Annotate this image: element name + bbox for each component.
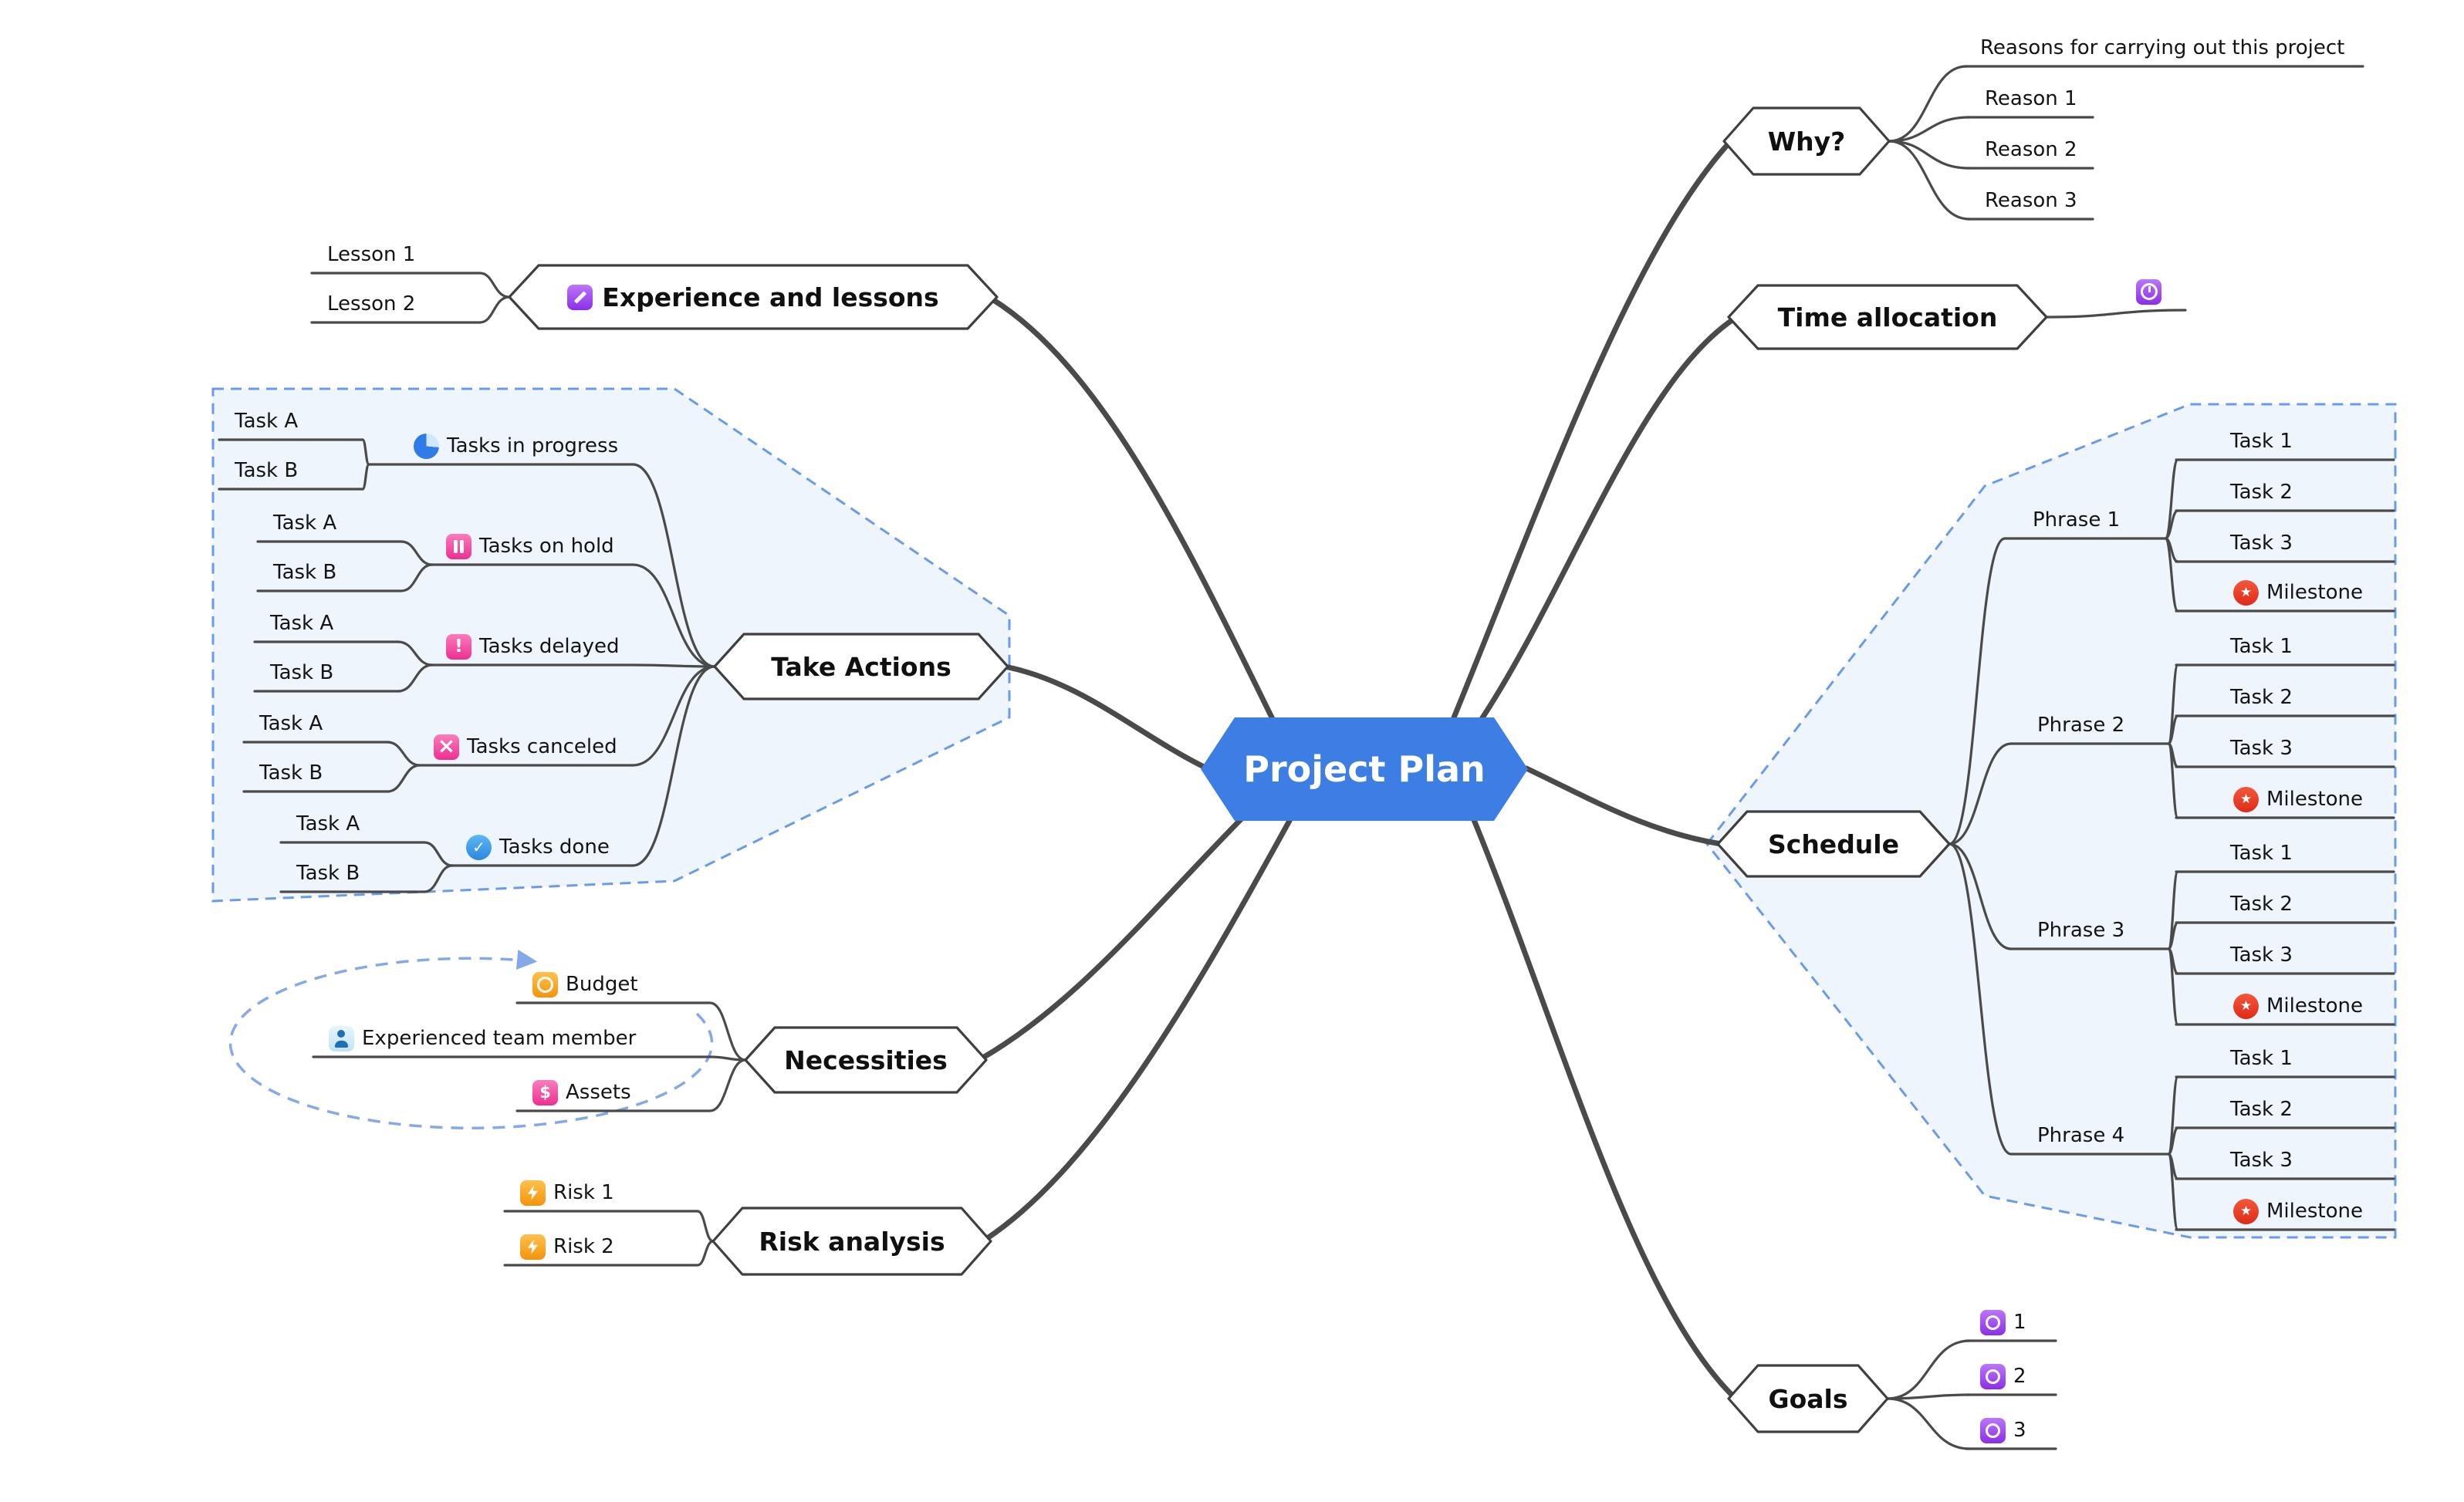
- why-reasons-title[interactable]: Reasons for carrying out this project: [1980, 36, 2345, 59]
- schedule-phrase-2[interactable]: Phrase 2: [2037, 714, 2125, 737]
- topic-schedule-label: Schedule: [1767, 829, 1899, 859]
- target-icon: [1980, 1363, 2006, 1389]
- group-tasks-canceled[interactable]: Tasks canceled: [434, 733, 617, 761]
- group-tasks-delayed[interactable]: Tasks delayed: [446, 633, 619, 660]
- time-allocation-child[interactable]: [2136, 278, 2161, 305]
- group-tasks-on-hold[interactable]: Tasks on hold: [446, 532, 614, 560]
- phrase-3-task-1[interactable]: Task 1: [2230, 842, 2293, 865]
- topic-necessities-label: Necessities: [784, 1045, 948, 1075]
- phrase-1-milestone[interactable]: Milestone: [2233, 579, 2363, 606]
- topic-risk-analysis-label: Risk analysis: [759, 1226, 945, 1257]
- necessity-team-member[interactable]: Experienced team member: [329, 1024, 636, 1052]
- star-icon: [2233, 1198, 2259, 1224]
- pencil-icon: [567, 284, 593, 310]
- star-icon: [2233, 579, 2259, 606]
- risk-2[interactable]: Risk 2: [520, 1233, 614, 1261]
- topic-time-allocation[interactable]: Time allocation: [1729, 285, 2047, 349]
- canceled-task-b[interactable]: Task B: [259, 761, 323, 785]
- person-icon: [329, 1025, 354, 1051]
- goal-3[interactable]: 3: [1980, 1416, 2026, 1444]
- check-icon: [466, 834, 492, 860]
- phrase-3-milestone[interactable]: Milestone: [2233, 992, 2363, 1020]
- topic-goals-label: Goals: [1768, 1383, 1848, 1414]
- central-topic[interactable]: Project Plan: [1243, 748, 1485, 790]
- star-icon: [2233, 786, 2259, 812]
- topic-necessities[interactable]: Necessities: [745, 1028, 986, 1092]
- phrase-3-task-2[interactable]: Task 2: [2230, 893, 2293, 916]
- star-icon: [2233, 993, 2259, 1019]
- phrase-4-task-3[interactable]: Task 3: [2230, 1149, 2293, 1172]
- phrase-2-milestone[interactable]: Milestone: [2233, 785, 2363, 813]
- goal-1[interactable]: 1: [1980, 1308, 2026, 1336]
- goal-2[interactable]: 2: [1980, 1362, 2026, 1390]
- phrase-2-task-2[interactable]: Task 2: [2230, 686, 2293, 709]
- pie-chart-icon: [414, 433, 439, 459]
- topic-why[interactable]: Why?: [1724, 108, 1889, 174]
- phrase-3-task-3[interactable]: Task 3: [2230, 943, 2293, 967]
- topic-why-label: Why?: [1767, 126, 1846, 157]
- topic-experience-label: Experience and lessons: [602, 282, 939, 312]
- canceled-task-a[interactable]: Task A: [259, 712, 323, 735]
- dollar-icon: [532, 1079, 558, 1105]
- on-hold-task-a[interactable]: Task A: [273, 511, 337, 535]
- topic-take-actions[interactable]: Take Actions: [715, 634, 1008, 699]
- phrase-1-task-3[interactable]: Task 3: [2230, 532, 2293, 555]
- group-tasks-in-progress[interactable]: Tasks in progress: [414, 432, 618, 460]
- delayed-task-b[interactable]: Task B: [270, 661, 334, 684]
- risk-1[interactable]: Risk 1: [520, 1179, 614, 1207]
- topic-risk-analysis[interactable]: Risk analysis: [713, 1208, 991, 1274]
- topic-time-allocation-label: Time allocation: [1777, 302, 1998, 332]
- topic-experience[interactable]: Experience and lessons: [509, 265, 997, 329]
- schedule-phrase-1[interactable]: Phrase 1: [2033, 508, 2121, 532]
- delayed-task-a[interactable]: Task A: [270, 612, 334, 635]
- exclamation-icon: [446, 633, 472, 660]
- lesson-1[interactable]: Lesson 1: [327, 243, 416, 266]
- lightning-icon: [520, 1180, 546, 1206]
- coin-icon: [532, 971, 558, 997]
- lesson-2[interactable]: Lesson 2: [327, 292, 416, 316]
- on-hold-task-b[interactable]: Task B: [273, 561, 337, 584]
- done-task-a[interactable]: Task A: [296, 812, 360, 835]
- in-progress-task-a[interactable]: Task A: [235, 410, 299, 433]
- lightning-icon: [520, 1234, 546, 1260]
- phrase-1-task-2[interactable]: Task 2: [2230, 481, 2293, 504]
- pause-icon: [446, 533, 472, 559]
- phrase-4-task-2[interactable]: Task 2: [2230, 1098, 2293, 1121]
- why-reason-1[interactable]: Reason 1: [1985, 87, 2077, 110]
- phrase-4-milestone[interactable]: Milestone: [2233, 1197, 2363, 1225]
- clock-icon: [2136, 278, 2161, 305]
- group-tasks-done[interactable]: Tasks done: [466, 833, 610, 861]
- target-icon: [1980, 1417, 2006, 1443]
- phrase-1-task-1[interactable]: Task 1: [2230, 430, 2293, 453]
- necessity-budget[interactable]: Budget: [532, 970, 638, 998]
- phrase-4-task-1[interactable]: Task 1: [2230, 1047, 2293, 1070]
- schedule-phrase-3[interactable]: Phrase 3: [2037, 919, 2125, 942]
- why-reason-3[interactable]: Reason 3: [1985, 189, 2077, 212]
- phrase-2-task-3[interactable]: Task 3: [2230, 737, 2293, 760]
- topic-goals[interactable]: Goals: [1729, 1365, 1888, 1432]
- topic-schedule[interactable]: Schedule: [1718, 812, 1949, 876]
- schedule-phrase-4[interactable]: Phrase 4: [2037, 1124, 2125, 1147]
- phrase-2-task-1[interactable]: Task 1: [2230, 635, 2293, 658]
- topic-take-actions-label: Take Actions: [771, 651, 951, 682]
- in-progress-task-b[interactable]: Task B: [235, 459, 299, 482]
- done-task-b[interactable]: Task B: [296, 862, 360, 885]
- cross-icon: [434, 734, 459, 760]
- target-icon: [1980, 1309, 2006, 1335]
- necessity-assets[interactable]: Assets: [532, 1078, 631, 1106]
- why-reason-2[interactable]: Reason 2: [1985, 138, 2077, 161]
